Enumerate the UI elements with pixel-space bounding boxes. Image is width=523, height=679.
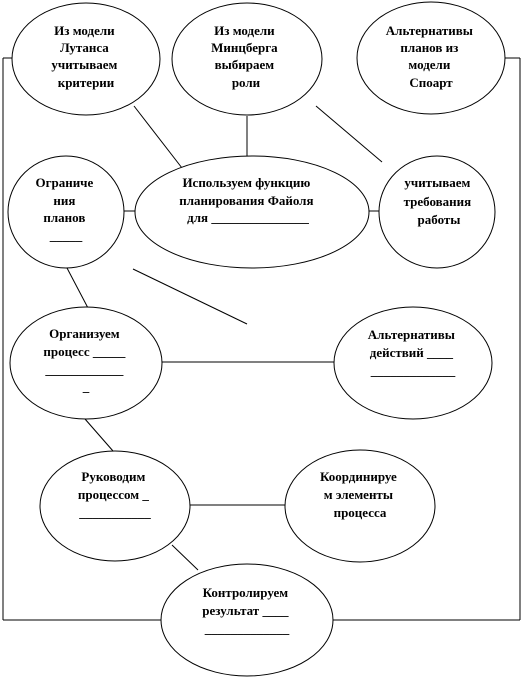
node-coordinate-ellipse: [284, 449, 436, 563]
node-control-ellipse: [160, 563, 334, 677]
node-alternatives-ellipse: [333, 306, 493, 420]
node-fayol-ellipse: [134, 155, 370, 269]
node-stoart-line: модели: [408, 57, 450, 72]
node-organize-line: Организуем: [49, 326, 120, 341]
connector-organize-lead: [84, 418, 114, 452]
connector-constraints-organize: [66, 267, 89, 309]
node-requirements-ellipse: [378, 155, 496, 269]
node-stoart-ellipse: [356, 1, 506, 115]
node-requirements-text: учитываем требования работы: [404, 175, 475, 227]
connector-stoart-requirements: [315, 105, 383, 163]
node-constraints-ellipse: [7, 155, 125, 269]
node-organize-line: процесс _____: [43, 344, 125, 359]
node-organize-text: Организуем процесс _____ ____________ _: [43, 326, 128, 394]
node-lead-ellipse: [39, 450, 191, 562]
node-requirements-line: работы: [418, 212, 461, 227]
node-coordinate-line: процесса: [334, 505, 387, 520]
node-control-line: результат ____: [202, 603, 289, 618]
connector-fayol-alternatives: [132, 268, 248, 325]
node-organize-line: _: [82, 379, 90, 394]
connector-luthans-fayol: [133, 105, 183, 169]
node-mintzberg-line: роли: [232, 75, 261, 90]
node-mintzberg-text: Из модели Минцберга выбираем роли: [211, 23, 281, 90]
node-alternatives-line: _____________: [370, 363, 456, 378]
node-luthans-line: Лутанса: [60, 40, 109, 55]
node-constraints-line: планов: [43, 210, 85, 225]
node-organize-line: ____________: [44, 362, 124, 377]
node-lead-line: процессом _: [78, 487, 150, 502]
node-luthans-line: критерии: [58, 75, 115, 90]
node-alternatives-line: Альтернативы: [368, 327, 455, 342]
node-requirements-line: требования: [404, 194, 472, 209]
node-coordinate-line: Координируе: [320, 469, 397, 484]
node-fayol-line: планирования Файоля: [179, 193, 313, 208]
node-lead-text: Руководим процессом _ ___________: [78, 469, 152, 520]
node-luthans-line: учитываем: [51, 57, 117, 72]
node-lead-line: ___________: [78, 505, 151, 520]
node-organize-ellipse: [9, 306, 163, 420]
node-control-text: Контролируем результат ____ ____________…: [202, 585, 291, 636]
node-stoart-line: Альтернативы: [386, 23, 473, 38]
node-constraints-line: ния: [53, 193, 75, 208]
node-luthans-line: Из модели: [54, 23, 115, 38]
node-constraints-line: _____: [49, 228, 83, 243]
node-mintzberg-line: Из модели: [214, 23, 275, 38]
node-lead-line: Руководим: [81, 469, 145, 484]
node-alternatives-line: действий ____: [370, 345, 454, 360]
node-control-line: _____________: [204, 621, 290, 636]
connector-lead-control: [171, 544, 199, 571]
node-stoart-text: Альтернативы планов из модели Споарт: [386, 23, 476, 90]
node-mintzberg-ellipse: [171, 2, 323, 116]
node-luthans-ellipse: [11, 2, 161, 116]
node-fayol-line: Используем функцию: [182, 175, 310, 190]
node-fayol-text: Используем функцию планирования Файоля д…: [179, 175, 317, 225]
node-requirements-line: учитываем: [404, 175, 470, 190]
node-luthans-text: Из модели Лутанса учитываем критерии: [51, 23, 120, 90]
node-constraints-line: Ограниче: [35, 175, 93, 190]
node-mintzberg-line: Минцберга: [211, 40, 278, 55]
node-mintzberg-line: выбираем: [215, 57, 275, 72]
node-constraints-text: Ограниче ния планов _____: [35, 175, 96, 243]
node-coordinate-line: м элементы: [324, 487, 393, 502]
node-stoart-line: Споарт: [409, 75, 453, 90]
node-alternatives-text: Альтернативы действий ____ _____________: [368, 327, 458, 378]
node-control-line: Контролируем: [203, 585, 289, 600]
node-fayol-line: для _______________: [187, 210, 309, 225]
node-coordinate-text: Координируе м элементы процесса: [320, 469, 400, 520]
node-stoart-line: планов из: [400, 40, 458, 55]
